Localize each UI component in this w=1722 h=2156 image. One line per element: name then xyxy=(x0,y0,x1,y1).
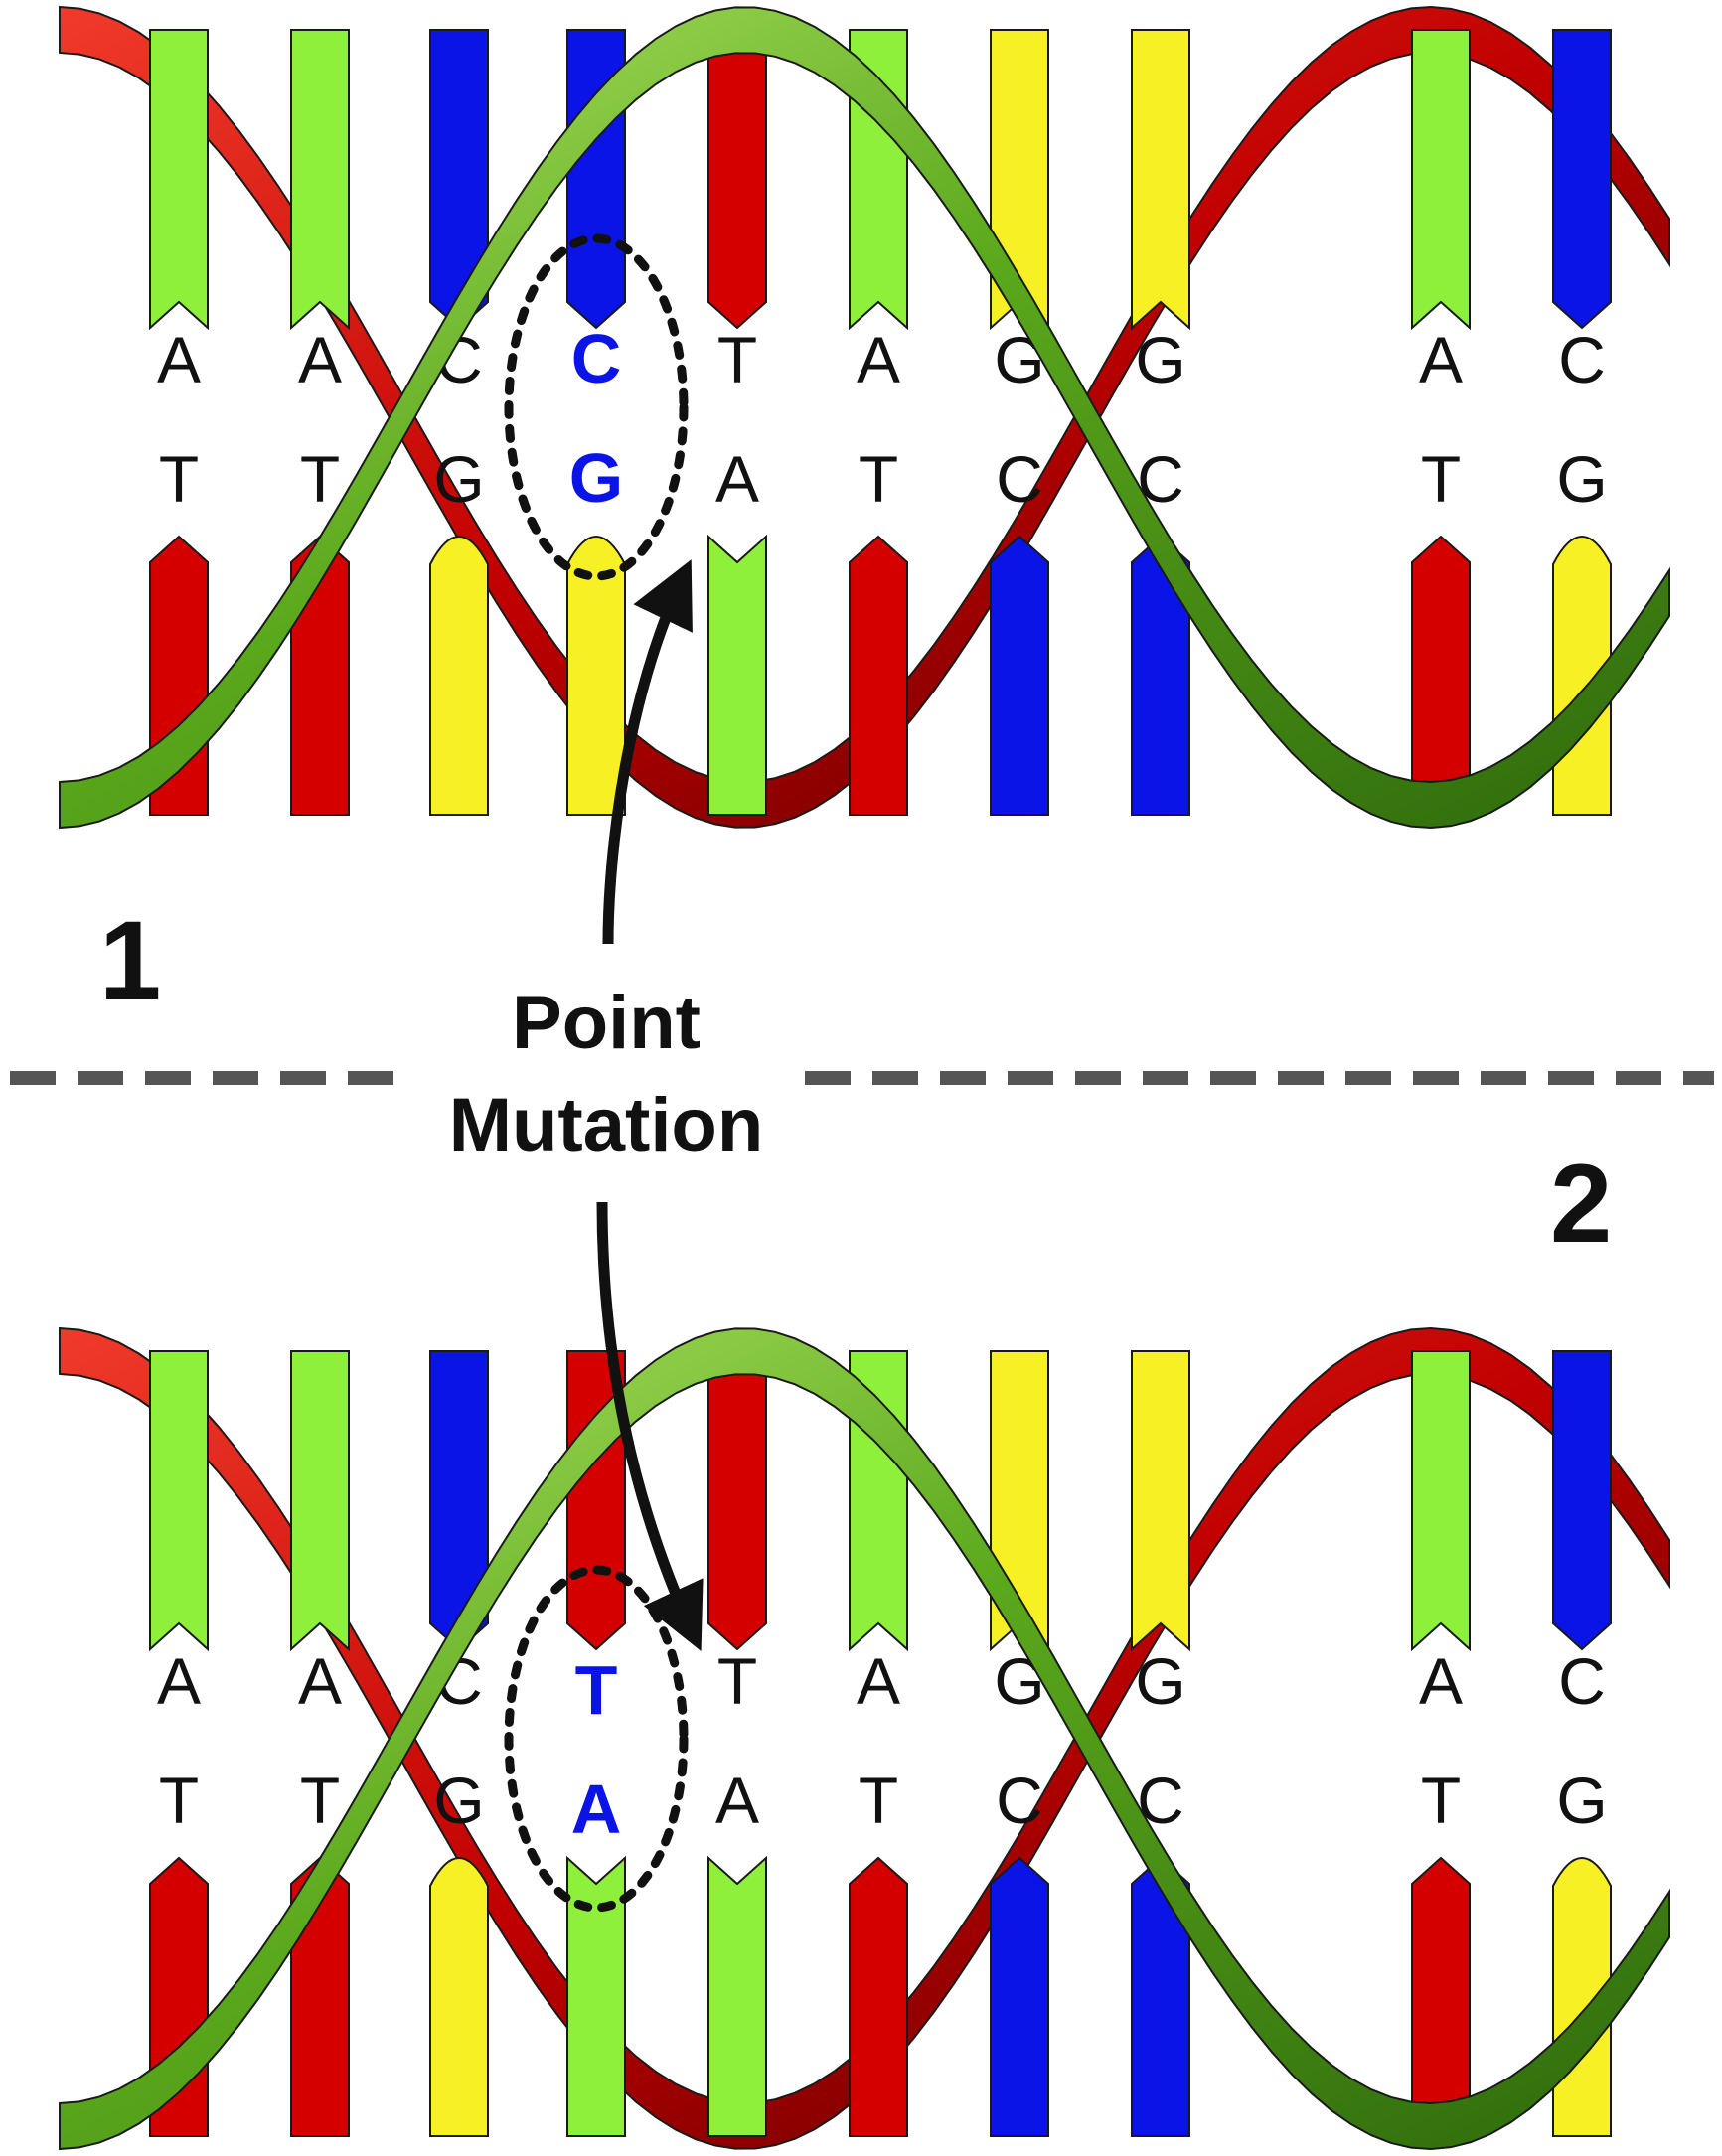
panel-number-1: 1 xyxy=(99,898,161,1022)
base-bar-top-G xyxy=(1131,29,1190,331)
base-letter-bottom: T xyxy=(159,442,199,516)
base-letter-bottom: T xyxy=(300,1764,340,1837)
base-letter-bottom: G xyxy=(1556,1764,1607,1837)
base-bar-top-C xyxy=(1552,29,1612,330)
base-bar-top-T xyxy=(707,1350,767,1651)
base-bar-bottom-C xyxy=(990,535,1049,816)
base-bar-bottom-T xyxy=(849,535,908,816)
strand-green xyxy=(59,6,1670,830)
base-letter-top: A xyxy=(857,1644,900,1718)
base-letter-top: T xyxy=(717,1644,757,1718)
base-bar-top-C xyxy=(1552,1350,1612,1651)
base-letter-top: A xyxy=(1419,323,1463,396)
base-letter-bottom: T xyxy=(859,442,898,516)
mutation-highlight-ellipse xyxy=(504,1565,689,1913)
base-letter-top: T xyxy=(717,323,757,396)
base-letter-bottom: T xyxy=(1421,1764,1461,1837)
base-letter-top: A xyxy=(157,323,201,396)
mutated-base-bottom: G xyxy=(569,439,623,517)
base-letter-top: G xyxy=(1135,323,1185,396)
arrow-to-panel-1 xyxy=(602,559,693,945)
base-bar-bottom-G xyxy=(566,536,626,816)
callout-label-line2: Mutation xyxy=(449,1083,764,1167)
base-bar-bottom-A xyxy=(707,534,767,816)
base-letter-bottom: G xyxy=(1556,442,1607,516)
base-bar-bottom-T xyxy=(1411,535,1471,816)
base-letter-bottom: G xyxy=(433,442,484,516)
base-bar-bottom-C xyxy=(990,1856,1049,2137)
base-bar-bottom-A xyxy=(566,1855,626,2137)
callout-label-line1: Point xyxy=(512,981,701,1065)
mutated-base-bottom: A xyxy=(571,1771,622,1848)
base-letter-bottom: G xyxy=(433,1764,484,1837)
base-bar-bottom-G xyxy=(429,1857,489,2137)
base-letter-bottom: T xyxy=(859,1764,898,1837)
base-letter-bottom: A xyxy=(715,1764,759,1837)
base-letter-top: A xyxy=(298,323,342,396)
base-letter-bottom: C xyxy=(996,1764,1043,1837)
base-letter-top: A xyxy=(1419,1644,1463,1718)
base-bar-top-A xyxy=(149,29,209,331)
base-bar-bottom-T xyxy=(849,1856,908,2137)
mutation-highlight-ellipse xyxy=(504,233,689,581)
base-letter-top: A xyxy=(857,323,900,396)
base-letter-bottom: T xyxy=(300,442,340,516)
base-bar-bottom-G xyxy=(429,536,489,816)
mutated-base-top: T xyxy=(575,1651,618,1729)
base-bar-bottom-A xyxy=(707,1855,767,2137)
base-bar-top-A xyxy=(149,1350,209,1652)
panel-number-2: 2 xyxy=(1550,1142,1612,1266)
base-bar-top-A xyxy=(290,29,350,331)
base-letter-bottom: T xyxy=(1421,442,1461,516)
base-bar-top-A xyxy=(1411,29,1471,331)
base-bar-top-A xyxy=(1411,1350,1471,1652)
base-letter-bottom: T xyxy=(159,1764,199,1837)
base-letter-top: G xyxy=(1135,1644,1185,1718)
base-letter-top: A xyxy=(157,1644,201,1718)
mutated-base-top: C xyxy=(571,320,622,397)
base-bar-top-T xyxy=(707,29,767,330)
base-bar-top-G xyxy=(1131,1350,1190,1652)
base-letter-top: C xyxy=(1558,323,1606,396)
base-letter-top: A xyxy=(298,1644,342,1718)
strand-green xyxy=(59,1327,1670,2151)
base-bar-bottom-T xyxy=(1411,1856,1471,2137)
base-bar-top-A xyxy=(290,1350,350,1652)
base-letter-top: C xyxy=(1558,1644,1606,1718)
arrow-to-panel-2 xyxy=(596,1201,704,1651)
base-letter-bottom: A xyxy=(715,442,759,516)
base-letter-bottom: C xyxy=(996,442,1043,516)
